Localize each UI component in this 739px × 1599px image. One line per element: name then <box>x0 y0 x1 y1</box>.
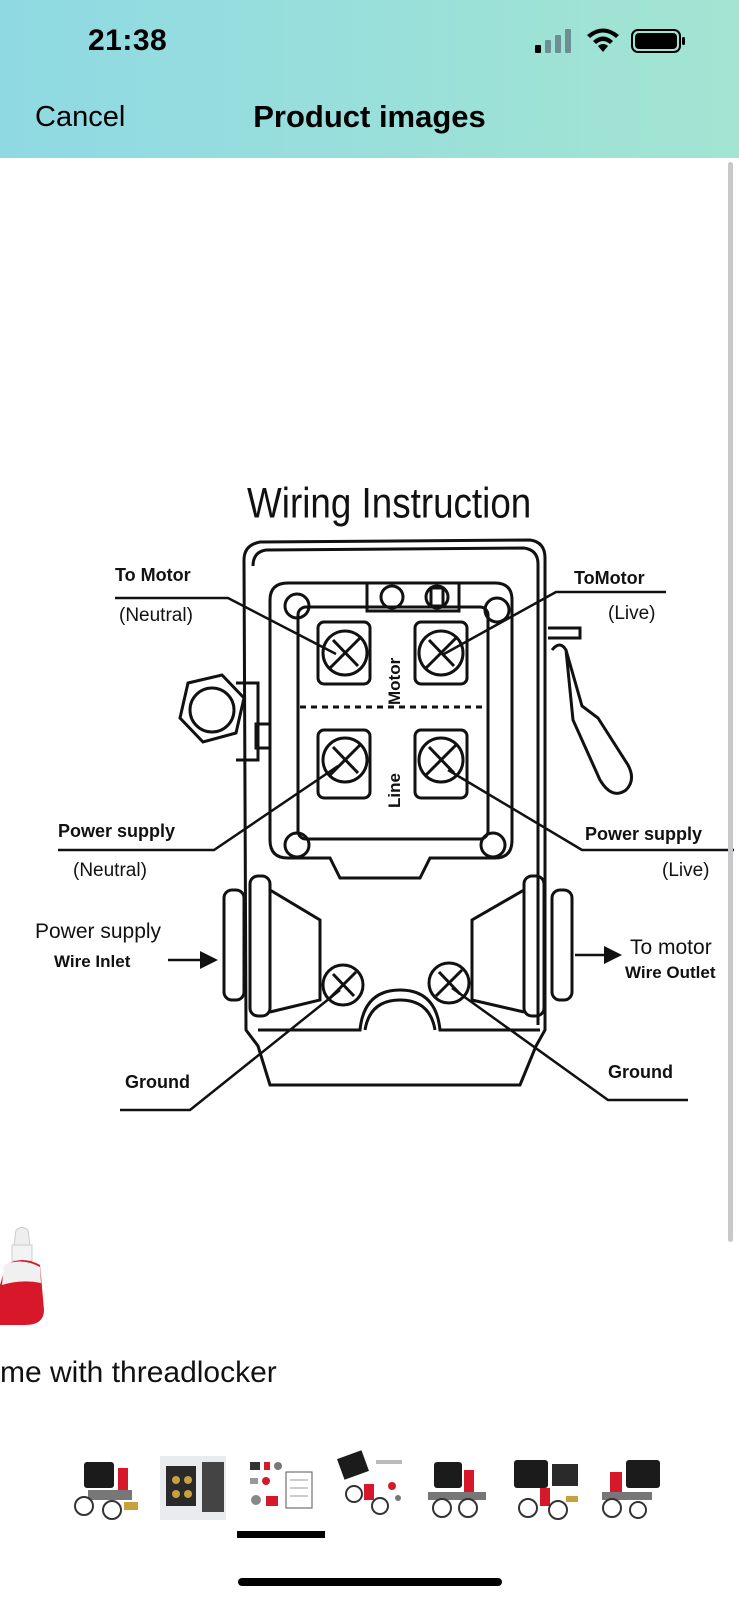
status-time: 21:38 <box>88 24 168 57</box>
label-live-bottom-right: (Live) <box>662 860 710 881</box>
thumbnail-6[interactable] <box>508 1450 582 1524</box>
vertical-scrollbar[interactable] <box>728 162 733 1242</box>
label-power-supply-neutral: Power supply <box>58 821 175 841</box>
extra-spare-parts-thumbnail-icon <box>337 1450 402 1515</box>
thumbnail-7[interactable] <box>596 1450 670 1524</box>
pressure-switch-angle-thumbnail-icon <box>602 1460 660 1519</box>
next-image-caption: me with threadlocker <box>0 1356 277 1389</box>
label-to-motor-outlet: To motor <box>630 936 712 959</box>
pressure-switch-side-thumbnail-icon <box>514 1460 578 1520</box>
thumbnail-1[interactable] <box>68 1450 142 1524</box>
label-ground-left: Ground <box>125 1072 190 1092</box>
thumbnail-5[interactable] <box>420 1450 494 1524</box>
home-indicator <box>238 1578 502 1586</box>
switch-open-box-thumbnail-icon <box>160 1456 226 1520</box>
pressure-switch-front-thumbnail-icon <box>428 1462 486 1518</box>
label-neutral-bottom-left: (Neutral) <box>73 860 147 881</box>
page-title: Product images <box>253 99 486 134</box>
label-power-supply-inlet: Power supply <box>35 920 162 943</box>
cellular-signal-icon <box>535 29 571 53</box>
label-to-motor-left: To Motor <box>115 565 191 585</box>
wiring-diagram-image: Wiring Instruction To Motor (Neutral) To… <box>35 480 734 1112</box>
thumbnail-2[interactable] <box>156 1450 230 1524</box>
status-icons <box>535 28 687 54</box>
label-wire-outlet: Wire Outlet <box>625 963 716 982</box>
label-wire-inlet: Wire Inlet <box>54 952 131 971</box>
pressure-switch-gauges-thumbnail-icon <box>74 1462 138 1520</box>
label-ground-right: Ground <box>608 1062 673 1082</box>
battery-icon <box>631 29 685 53</box>
label-neutral-left: (Neutral) <box>119 605 193 626</box>
thumbnail-3-selected[interactable] <box>244 1450 318 1524</box>
threadlocker-bottle-icon <box>0 1227 44 1325</box>
label-power-supply-live: Power supply <box>585 824 702 844</box>
diagram-title: Wiring Instruction <box>247 480 531 527</box>
wifi-icon <box>587 28 619 52</box>
cancel-button[interactable]: Cancel <box>35 101 126 133</box>
label-line: Line <box>385 773 404 808</box>
label-live-right: (Live) <box>608 603 656 624</box>
label-motor: Motor <box>385 657 404 705</box>
label-to-motor-right: ToMotor <box>574 568 645 588</box>
image-viewer[interactable]: Wiring Instruction To Motor (Neutral) To… <box>0 158 739 1428</box>
navigation-header: 21:38 Cancel Product images <box>0 0 739 158</box>
thumbnail-strip <box>68 1450 670 1524</box>
thumbnail-4[interactable] <box>332 1450 406 1524</box>
selected-thumbnail-indicator <box>237 1531 325 1538</box>
parts-diagram-thumbnail-icon <box>246 1456 316 1518</box>
